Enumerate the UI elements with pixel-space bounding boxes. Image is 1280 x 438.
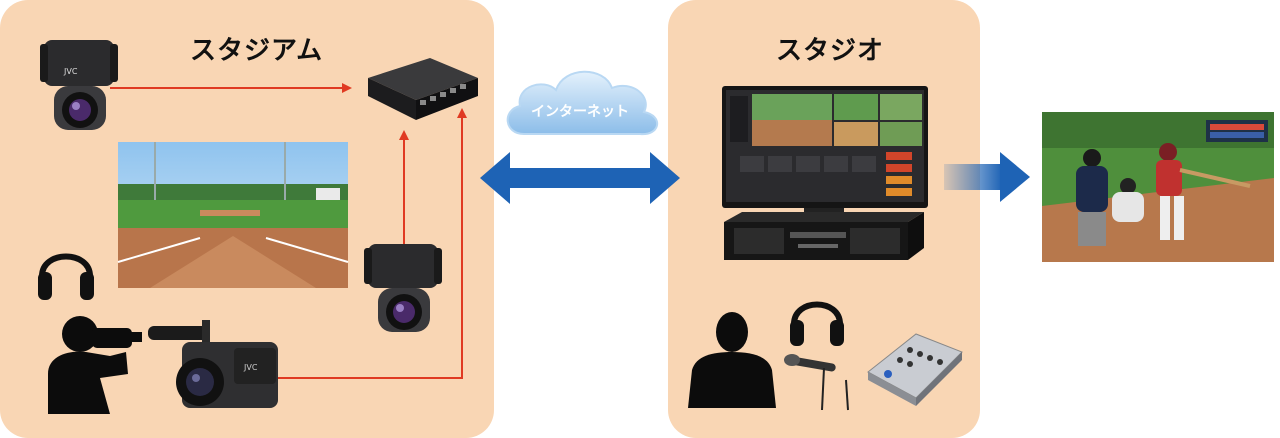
signal-arrows [110, 83, 467, 379]
microphone-icon [784, 354, 849, 411]
camera-operator-icon [48, 316, 142, 414]
camcorder-icon: JVC [148, 320, 278, 408]
rack-server-icon [724, 212, 924, 260]
internet-label: インターネット [531, 104, 629, 120]
ptz-camera-icon: JVC [40, 40, 118, 130]
production-switcher-monitor [722, 86, 928, 214]
network-switch-icon [368, 58, 478, 120]
arrow-camcorder-to-switch [278, 108, 467, 379]
audio-mixer-icon [867, 333, 963, 406]
ptz-camera-icon [364, 244, 442, 332]
headphones-icon [790, 301, 844, 346]
svg-text:JVC: JVC [243, 363, 258, 372]
stadium-title: スタジアム [190, 36, 324, 66]
headphones-icon [38, 253, 94, 300]
svg-text:JVC: JVC [63, 67, 78, 76]
commentator-icon [688, 312, 776, 408]
bidirectional-link-arrow [480, 152, 680, 204]
baseball-field-image [117, 142, 349, 288]
output-arrow [944, 152, 1030, 202]
studio-title: スタジオ [776, 36, 885, 66]
internet-cloud-icon: インターネット [506, 70, 658, 136]
broadcast-baseball-image [1042, 112, 1274, 262]
